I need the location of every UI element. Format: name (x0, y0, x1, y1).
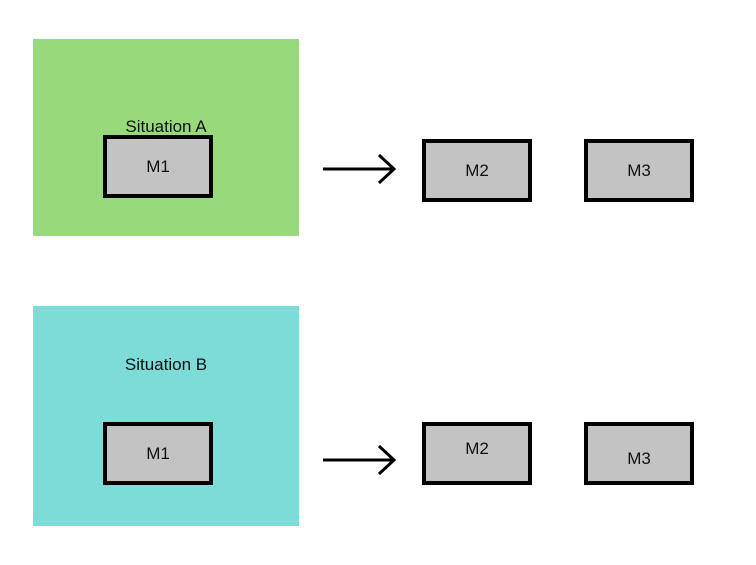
situation-b-m1-label: M1 (146, 443, 170, 463)
situation-b-m1-box: M1 (103, 422, 213, 485)
situation-a-m1-box: M1 (103, 135, 213, 198)
situation-a-m1-label: M1 (146, 156, 170, 176)
situation-b-panel: Situation B (33, 306, 299, 526)
situation-b-m2-label: M2 (465, 438, 489, 458)
situation-a-m3-box: M3 (584, 139, 694, 202)
right-arrow-icon (323, 153, 397, 185)
situation-a-m3-label: M3 (627, 160, 651, 180)
situation-a-title: Situation A (125, 117, 207, 136)
right-arrow-icon (323, 444, 397, 476)
situation-a-m2-label: M2 (465, 160, 489, 180)
situation-b-m2-box: M2 (422, 422, 532, 485)
situation-b-m3-label: M3 (627, 448, 651, 468)
situation-b-m3-box: M3 (584, 422, 694, 485)
situation-b-title: Situation B (124, 355, 208, 374)
situation-a-m2-box: M2 (422, 139, 532, 202)
